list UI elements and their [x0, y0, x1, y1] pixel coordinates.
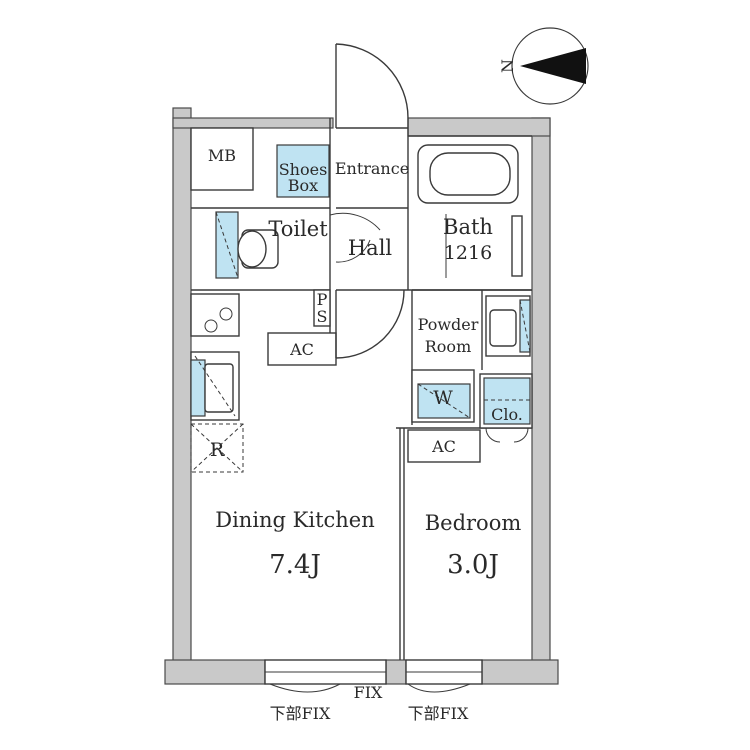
hall-label: Hall	[348, 236, 393, 260]
closet-fill	[483, 377, 531, 425]
shoes-box-fill	[276, 144, 330, 198]
stove	[190, 293, 240, 337]
refrigerator-label: R	[210, 439, 225, 461]
ps-label-p: P	[317, 290, 328, 309]
fix-left-label: 下部FIX	[270, 704, 331, 723]
south-wall-left	[164, 659, 266, 685]
bedroom-size: 3.0J	[447, 550, 499, 580]
shoes-box-label-2: Box	[288, 176, 318, 195]
south-wall-mid	[385, 659, 407, 685]
bathroom: Bath 1216	[417, 144, 523, 278]
bath-label: Bath	[443, 215, 493, 239]
pipe-space: P S	[313, 289, 331, 327]
kitchen-sink-basin	[204, 363, 234, 413]
ac-unit-bedroom: AC	[407, 429, 481, 463]
mb-box	[190, 127, 254, 191]
north-wall-right	[407, 117, 551, 137]
entrance-door[interactable]: Entrance	[335, 43, 409, 178]
dining-kitchen-label: Dining Kitchen	[215, 508, 375, 532]
toilet-label: Toilet	[268, 217, 328, 241]
ps-label-s: S	[317, 307, 328, 326]
closet-label: Clo.	[491, 405, 523, 424]
bath-size: 1216	[444, 242, 492, 264]
north-wall-left	[172, 117, 334, 129]
ac-unit-kitchen: AC	[267, 332, 337, 366]
refrigerator-outline	[190, 423, 244, 473]
mb-label: MB	[208, 146, 236, 165]
east-wall	[531, 117, 551, 684]
entrance-label: Entrance	[335, 159, 409, 178]
ps-box	[313, 289, 331, 327]
interior-walls	[191, 118, 532, 660]
powder-room: Powder Room	[418, 295, 531, 357]
ac-kitchen-label: AC	[289, 340, 314, 359]
south-wall-right	[481, 659, 559, 685]
west-wall	[172, 107, 192, 684]
hall-kitchen-door[interactable]	[335, 289, 405, 359]
washer-label: W	[433, 387, 453, 409]
dining-kitchen-size: 7.4J	[269, 550, 321, 580]
shoes-box-label-1: Shoes	[279, 160, 328, 179]
kitchen-counter	[190, 293, 240, 421]
bathtub-inner	[429, 152, 511, 196]
toilet-bowl	[237, 230, 267, 268]
ac-bedroom-label: AC	[431, 437, 456, 456]
powder-room-label-2: Room	[425, 337, 471, 356]
hall: Hall	[335, 236, 393, 263]
powder-room-label-1: Powder	[418, 315, 479, 334]
ac-bedroom-box	[407, 429, 481, 463]
compass: N	[498, 27, 589, 105]
bedroom-label: Bedroom	[425, 511, 522, 535]
ac-kitchen-box	[267, 332, 337, 366]
vanity-sink	[519, 299, 531, 353]
exterior-walls	[164, 107, 559, 685]
vanity-basin	[489, 309, 517, 347]
compass-arrow-icon	[520, 48, 586, 84]
mb-closet: MB	[190, 127, 254, 191]
shoes-box: Shoes Box	[276, 144, 330, 198]
refrigerator-space: R	[190, 423, 244, 473]
compass-north-label: N	[498, 59, 517, 73]
toilet-room: Toilet	[215, 211, 381, 279]
south-windows: FIX 下部FIX 下部FIX	[264, 659, 483, 723]
washer-space: W	[411, 369, 475, 423]
bath-shelf	[511, 215, 523, 277]
fix-center-label: FIX	[354, 683, 383, 702]
closet: Clo.	[479, 373, 533, 443]
fix-right-label: 下部FIX	[408, 704, 469, 723]
